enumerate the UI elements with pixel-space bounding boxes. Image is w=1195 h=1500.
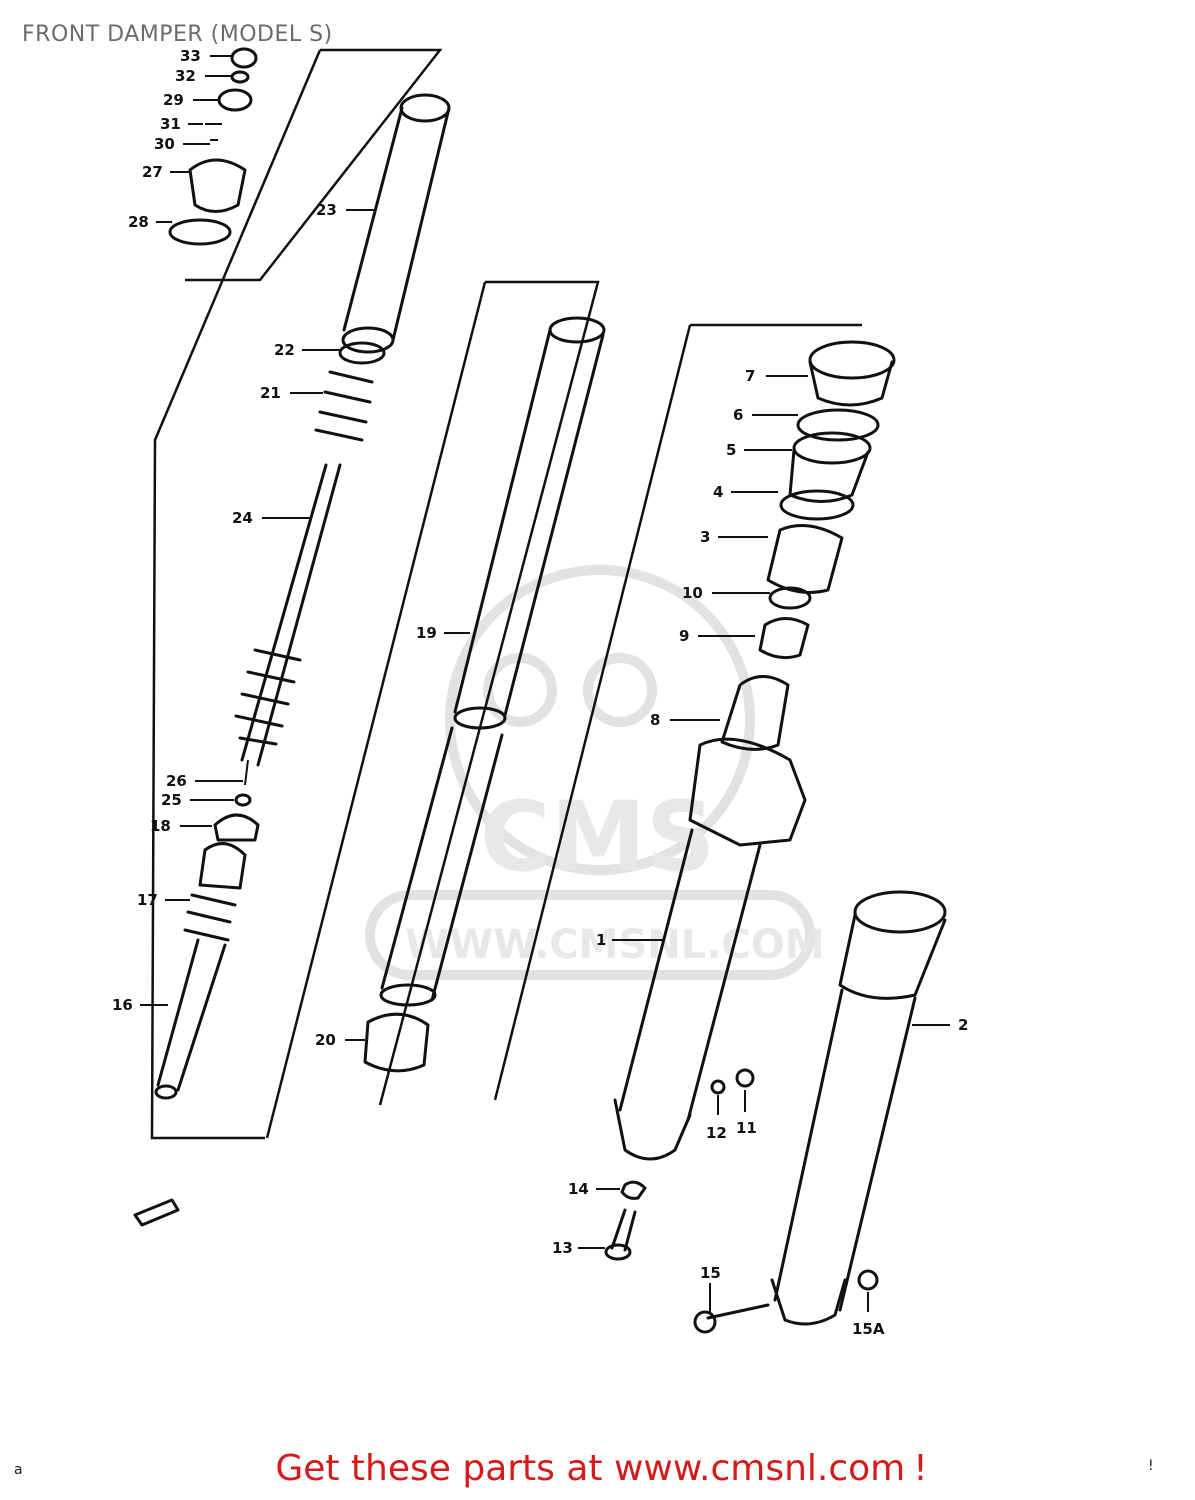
callout-8: 8 — [650, 711, 660, 729]
watermark-url: WWW.CMSNL.COM — [405, 922, 825, 968]
callout-29: 29 — [163, 91, 184, 109]
footer-link[interactable]: Get these parts at www.cmsnl.com! — [0, 1448, 1195, 1489]
callout-13: 13 — [552, 1239, 573, 1257]
callout-labels: 33 32 29 31 30 27 28 23 22 21 24 26 25 1… — [112, 47, 968, 1338]
lower-rod-parts — [154, 793, 260, 1100]
callout-12: 12 — [706, 1124, 727, 1142]
callout-17: 17 — [137, 891, 158, 909]
inner-tube — [341, 93, 451, 354]
frame-center — [378, 280, 600, 1106]
callout-26: 26 — [166, 772, 187, 790]
seal-stack — [758, 340, 896, 660]
damper-rod-spring — [234, 341, 386, 786]
callout-22: 22 — [274, 341, 295, 359]
callout-10: 10 — [682, 584, 703, 602]
leader-lines — [140, 55, 950, 1312]
frame-top-left — [185, 48, 443, 282]
footer-exclamation: ! — [913, 1448, 928, 1489]
callout-32: 32 — [175, 67, 196, 85]
corner-mark-right: ! — [1148, 1458, 1154, 1474]
fork-leg-left — [604, 675, 807, 1261]
cap-assembly — [168, 47, 258, 246]
diagram-title: FRONT DAMPER (MODEL S) — [22, 22, 333, 47]
callout-28: 28 — [128, 213, 149, 231]
fork-leg-right — [693, 890, 947, 1334]
callout-25: 25 — [161, 791, 182, 809]
callout-23: 23 — [316, 201, 337, 219]
frame-left — [150, 49, 322, 1140]
small-bolt — [133, 1198, 180, 1227]
callout-6: 6 — [733, 406, 743, 424]
callout-2: 2 — [958, 1016, 968, 1034]
callout-3: 3 — [700, 528, 710, 546]
callout-16: 16 — [112, 996, 133, 1014]
callout-21: 21 — [260, 384, 281, 402]
callout-30: 30 — [154, 135, 175, 153]
callout-7: 7 — [745, 367, 755, 385]
callout-15a: 15A — [852, 1320, 885, 1338]
outer-tube — [363, 316, 606, 1073]
callout-31: 31 — [160, 115, 181, 133]
callout-33: 33 — [180, 47, 201, 65]
callout-9: 9 — [679, 627, 689, 645]
callout-11: 11 — [736, 1119, 757, 1137]
callout-14: 14 — [568, 1180, 589, 1198]
callout-20: 20 — [315, 1031, 336, 1049]
footer-text[interactable]: Get these parts at www.cmsnl.com — [275, 1448, 906, 1489]
callout-15: 15 — [700, 1264, 721, 1282]
callout-19: 19 — [416, 624, 437, 642]
callout-27: 27 — [142, 163, 163, 181]
cms-watermark: CMS WWW.CMSNL.COM — [365, 565, 825, 980]
watermark-brand: CMS — [480, 781, 715, 893]
corner-mark-left: a — [14, 1462, 23, 1478]
callout-5: 5 — [726, 441, 736, 459]
callout-24: 24 — [232, 509, 253, 527]
callout-1: 1 — [596, 931, 606, 949]
callout-18: 18 — [150, 817, 171, 835]
callout-4: 4 — [713, 483, 723, 501]
